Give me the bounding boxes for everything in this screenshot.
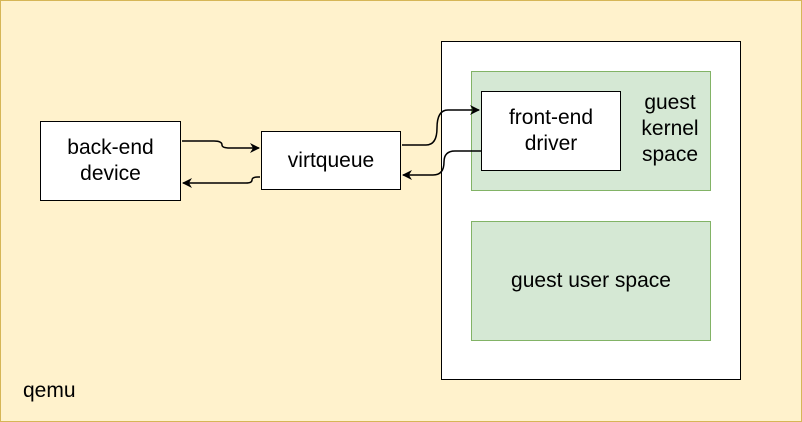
guest-kernel-space-label: guest kernel space xyxy=(641,91,699,166)
guest-user-space-label: guest user space xyxy=(511,269,671,292)
front-end-driver-node: front-end driver xyxy=(481,91,621,171)
back-end-device-node: back-end device xyxy=(40,121,181,201)
front-end-driver-label: front-end driver xyxy=(508,106,594,155)
qemu-label: qemu xyxy=(23,379,76,402)
virtqueue-node: virtqueue xyxy=(261,131,401,190)
guest-user-space-region: guest user space xyxy=(471,221,711,341)
back-end-device-label: back-end device xyxy=(67,136,154,185)
virtqueue-label: virtqueue xyxy=(287,148,375,172)
